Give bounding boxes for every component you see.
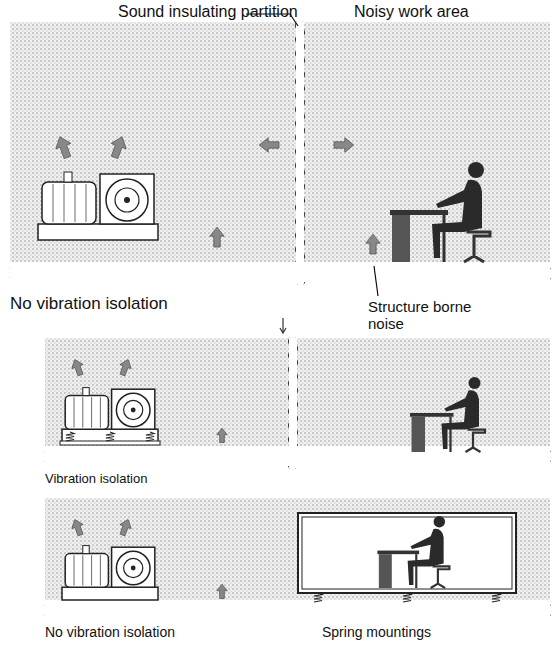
floor-slab xyxy=(10,262,550,282)
isolation-plate xyxy=(60,441,160,445)
fan-hub xyxy=(124,197,130,203)
desk-drawers xyxy=(392,215,410,262)
figures xyxy=(10,22,550,620)
motor-rib xyxy=(91,555,92,585)
noise-arrows xyxy=(56,137,380,599)
motor-rib xyxy=(91,397,92,427)
fan-ring xyxy=(115,188,139,212)
spring xyxy=(106,432,114,441)
machine-base xyxy=(38,224,158,240)
spring xyxy=(314,593,322,602)
motor-box xyxy=(83,388,89,396)
head xyxy=(469,377,481,389)
worker xyxy=(410,377,485,452)
label-text: No vibration isolation xyxy=(10,294,168,314)
desk-leg xyxy=(449,417,451,452)
label-text: Vibration isolation xyxy=(45,472,147,487)
motor-rib xyxy=(74,555,75,585)
sequence-arrow xyxy=(280,328,286,333)
motor-rib xyxy=(74,397,75,427)
fan-hub xyxy=(131,566,136,571)
noise-arrow xyxy=(259,138,279,152)
motor-rib xyxy=(100,555,101,585)
desk-top xyxy=(410,413,454,417)
leader-line xyxy=(374,266,378,296)
desk-top xyxy=(390,210,448,215)
machine-base xyxy=(62,429,158,442)
motor-rib xyxy=(100,397,101,427)
noise-arrow xyxy=(217,428,227,442)
noise-arrow xyxy=(217,584,227,598)
machine-base xyxy=(62,587,158,600)
fan-hub xyxy=(131,408,136,413)
fan-ring xyxy=(124,400,143,419)
label-text: Spring mountings xyxy=(322,624,431,640)
label-text: No vibration isolation xyxy=(45,624,175,640)
body xyxy=(432,180,482,258)
head xyxy=(468,162,484,178)
noise-arrow xyxy=(120,520,131,536)
desk-top xyxy=(377,551,419,555)
desk-leg xyxy=(443,215,446,262)
fan-ring xyxy=(106,179,148,221)
desk-drawers xyxy=(379,554,392,588)
desk-leg xyxy=(415,554,417,588)
fan-housing xyxy=(100,174,154,224)
label-text: Noisy work area xyxy=(354,3,469,21)
noise-arrow xyxy=(56,137,71,159)
room-ground xyxy=(10,22,550,270)
spring xyxy=(66,432,74,441)
enclosure-inner xyxy=(302,517,512,589)
desk-drawers xyxy=(412,417,426,452)
room-ground xyxy=(45,338,550,456)
motor-box xyxy=(83,546,89,554)
fan-housing xyxy=(112,547,155,587)
enclosure xyxy=(298,513,516,593)
noise-arrow xyxy=(334,138,354,152)
body xyxy=(442,390,480,449)
fan-ring xyxy=(116,393,150,427)
floor-slab xyxy=(45,600,550,620)
spring xyxy=(492,593,500,602)
noise-arrow xyxy=(111,137,126,159)
fan-ring xyxy=(116,551,150,585)
noise-arrow xyxy=(366,234,380,254)
room-ground xyxy=(45,498,550,604)
motor-rib xyxy=(53,184,54,222)
fan-housing xyxy=(112,389,155,429)
partition-core xyxy=(289,338,297,468)
motor-rib xyxy=(75,184,76,222)
spring xyxy=(403,593,411,602)
noise-arrow xyxy=(72,360,83,376)
motor-box xyxy=(64,172,72,182)
head xyxy=(434,516,446,528)
worker xyxy=(390,162,490,262)
spring xyxy=(146,432,154,441)
label-text: Structure borne noise xyxy=(368,298,488,333)
motor xyxy=(42,182,96,224)
worker xyxy=(377,516,449,588)
body xyxy=(408,529,444,585)
motor xyxy=(65,554,108,588)
sequence-arrow xyxy=(282,318,283,332)
motor-rib xyxy=(82,397,83,427)
motor-rib xyxy=(64,184,65,222)
noise-arrow xyxy=(120,360,131,376)
motor-rib xyxy=(82,555,83,585)
motor-rib xyxy=(86,184,87,222)
noise-arrow xyxy=(210,227,224,247)
partition-core xyxy=(296,22,304,284)
noise-arrow xyxy=(72,520,83,536)
motor xyxy=(65,396,108,430)
fan-ring xyxy=(124,558,143,577)
label-text: Sound insulating partition xyxy=(118,3,298,21)
floor-lines xyxy=(10,22,550,617)
